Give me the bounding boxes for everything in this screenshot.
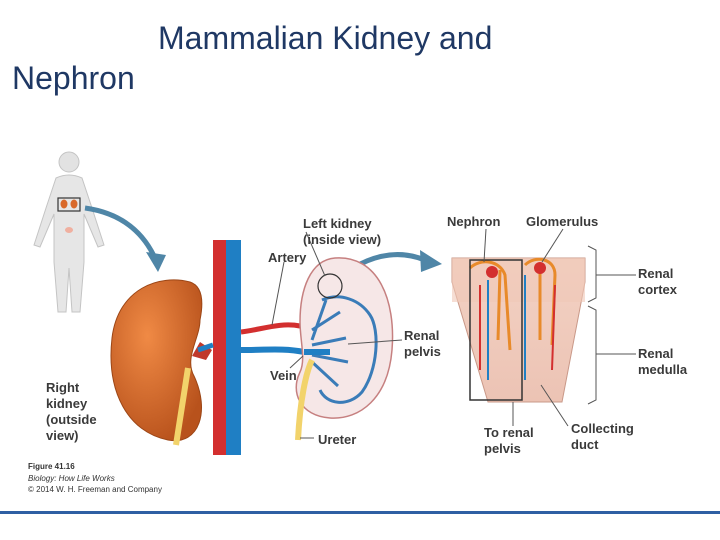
vena-cava: [226, 240, 241, 455]
right-kidney-outside: [110, 279, 212, 446]
label-right-kidney: Right: [46, 380, 80, 395]
label-to-renal-pelvis-2: pelvis: [484, 441, 521, 456]
aorta: [213, 240, 226, 455]
label-renal-pelvis: Renal: [404, 328, 440, 343]
label-vein: Vein: [270, 368, 297, 383]
label-right-kidney-2: kidney: [46, 396, 88, 411]
label-collecting-duct-2: duct: [571, 437, 599, 452]
label-renal-cortex: Renal: [638, 266, 674, 281]
nephron-wedge: [451, 257, 586, 403]
bottom-divider: [0, 511, 720, 514]
label-left-kidney: Left kidney: [303, 216, 372, 231]
label-right-kidney-3: (outside: [46, 412, 97, 427]
left-kidney-inside: [295, 257, 394, 441]
nephron-box: [469, 259, 523, 401]
label-left-kidney-view: (inside view): [303, 232, 382, 247]
kidney-location-box: [57, 197, 81, 212]
label-renal-pelvis-2: pelvis: [404, 344, 441, 359]
figure-copyright: © 2014 W. H. Freeman and Company: [28, 485, 162, 494]
label-ureter: Ureter: [318, 432, 357, 447]
label-collecting-duct: Collecting: [571, 421, 634, 436]
human-body-figure: [33, 151, 105, 313]
nephron-location-circle: [317, 273, 343, 299]
label-renal-medulla-2: medulla: [638, 362, 688, 377]
slide-title-line2: Nephron: [12, 60, 135, 96]
label-renal-cortex-2: cortex: [638, 282, 678, 297]
label-right-kidney-4: view): [46, 428, 79, 443]
label-artery: Artery: [268, 250, 307, 265]
figure-book-title: Biology: How Life Works: [28, 474, 115, 483]
leader-lines: [271, 228, 636, 439]
label-nephron: Nephron: [447, 214, 501, 229]
figure-number: Figure 41.16: [28, 462, 75, 471]
arrow-to-kidney: [84, 205, 158, 260]
label-renal-medulla: Renal: [638, 346, 674, 361]
label-glomerulus: Glomerulus: [526, 214, 599, 229]
slide-title-line1: Mammalian Kidney and: [158, 20, 493, 56]
label-to-renal-pelvis: To renal: [484, 425, 534, 440]
